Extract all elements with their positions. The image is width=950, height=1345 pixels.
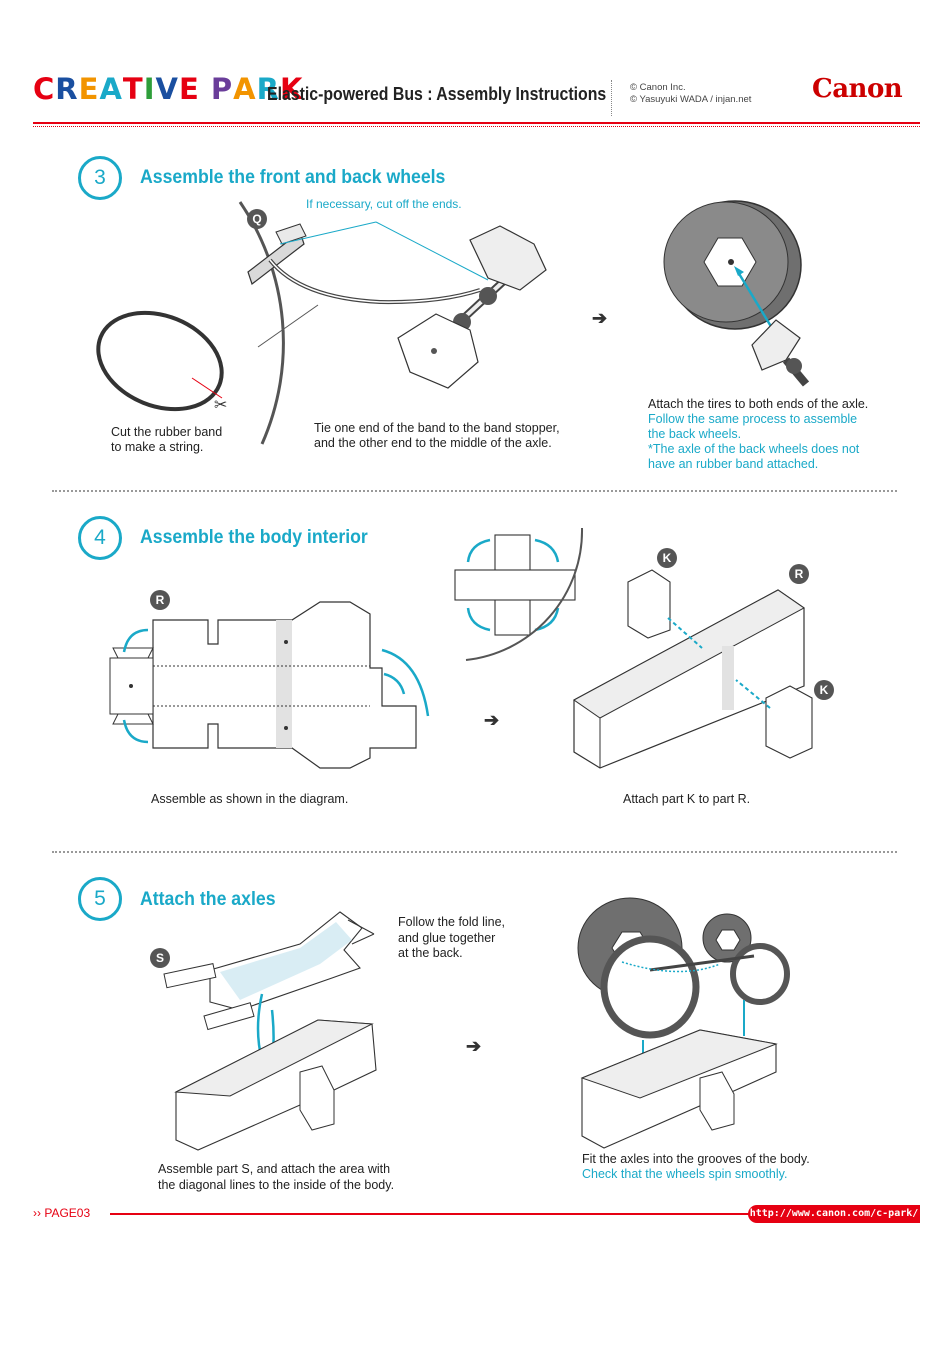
caption-fit-axles-1: Fit the axles into the grooves of the bo… xyxy=(582,1152,810,1166)
svg-text:✂: ✂ xyxy=(214,395,227,414)
creative-park-logo: CREATIVE PARK xyxy=(33,72,304,106)
part-k-badge-right: K xyxy=(814,680,834,700)
step-5-number: 5 xyxy=(78,877,122,921)
canon-logo: Canon xyxy=(812,74,903,104)
step-5-title: Attach the axles xyxy=(140,889,276,910)
caption-assemble-s-1: Assemble part S, and attach the area wit… xyxy=(158,1162,391,1176)
header-separator xyxy=(611,80,612,116)
caption-attach-tires-1: Attach the tires to both ends of the axl… xyxy=(648,397,869,411)
section-divider-2 xyxy=(52,851,897,853)
svg-text:➔: ➔ xyxy=(592,308,607,328)
caption-assemble-diagram: Assemble as shown in the diagram. xyxy=(151,792,349,806)
caption-attach-k-to-r: Attach part K to part R. xyxy=(623,792,751,806)
caption-assemble-s-2: the diagonal lines to the inside of the … xyxy=(158,1178,395,1192)
footer-rule xyxy=(110,1213,920,1215)
header-rule-dotted xyxy=(33,126,920,127)
caption-fold-line-1: Follow the fold line, xyxy=(398,915,506,929)
caption-tie-band-2: and the other end to the middle of the a… xyxy=(314,436,552,450)
note-cut-ends: If necessary, cut off the ends. xyxy=(306,197,462,211)
part-k-badge-top: K xyxy=(657,548,677,568)
step-3-number: 3 xyxy=(78,156,122,200)
part-r-badge-right: R xyxy=(789,564,809,584)
step-4-title: Assemble the body interior xyxy=(140,527,368,548)
svg-text:➔: ➔ xyxy=(466,1036,481,1056)
document-title: Elastic-powered Bus : Assembly Instructi… xyxy=(267,84,607,104)
part-s-badge: S xyxy=(150,948,170,968)
footer-url-link[interactable]: http://www.canon.com/c-park/ xyxy=(748,1205,920,1223)
caption-cut-band-2: to make a string. xyxy=(111,440,204,454)
caption-attach-tires-3: the back wheels. xyxy=(648,427,742,441)
caption-fold-line-2: and glue together xyxy=(398,931,496,945)
header-rule xyxy=(33,122,920,124)
caption-fold-line-3: at the back. xyxy=(398,946,463,960)
caption-attach-tires-4: *The axle of the back wheels does not xyxy=(648,442,860,456)
caption-cut-band-1: Cut the rubber band xyxy=(111,425,223,439)
step-4-number: 4 xyxy=(78,516,122,560)
section-divider-1 xyxy=(52,490,897,492)
caption-fit-axles-2: Check that the wheels spin smoothly. xyxy=(582,1167,788,1181)
copyright-author: © Yasuyuki WADA / injan.net xyxy=(630,94,752,105)
caption-attach-tires-2: Follow the same process to assemble xyxy=(648,412,858,426)
caption-attach-tires-5: have an rubber band attached. xyxy=(648,457,819,471)
svg-text:➔: ➔ xyxy=(484,710,499,730)
caption-tie-band-1: Tie one end of the band to the band stop… xyxy=(314,421,560,435)
step-3-title: Assemble the front and back wheels xyxy=(140,167,446,188)
part-r-badge: R xyxy=(150,590,170,610)
copyright-canon: © Canon Inc. xyxy=(630,82,686,93)
page-number: ›› PAGE03 xyxy=(33,1206,91,1220)
